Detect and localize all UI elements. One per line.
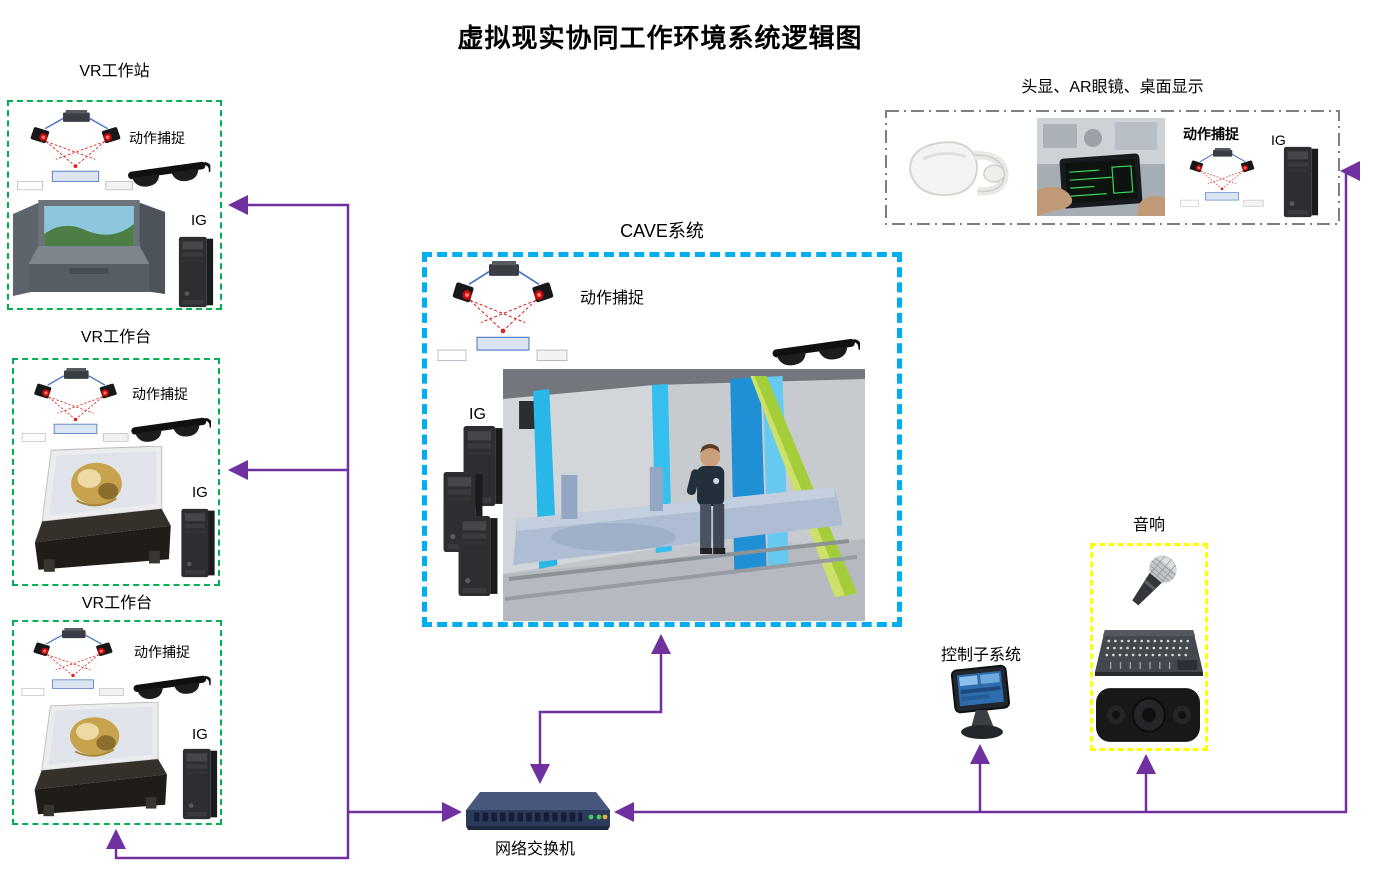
microphone-image bbox=[1113, 552, 1195, 620]
hmd-ar-desktop-label: 头显、AR眼镜、桌面显示 bbox=[1021, 79, 1204, 96]
shutter-glasses-icon bbox=[128, 416, 212, 447]
mixer-image bbox=[1095, 618, 1203, 682]
shutter-glasses-icon bbox=[770, 337, 860, 371]
diagram-title: 虚拟现实协同工作环境系统逻辑图 bbox=[457, 23, 863, 53]
speaker-image bbox=[1094, 684, 1204, 746]
motion-capture-label: 动作捕捉 bbox=[1183, 126, 1239, 142]
motion-capture-diagram bbox=[13, 110, 138, 195]
vr-workstation-label: VR工作站 bbox=[79, 63, 150, 80]
vr-workbench-display-image bbox=[24, 446, 178, 576]
vr-workstation-display-image bbox=[11, 192, 167, 304]
ar-tablet-image bbox=[1037, 118, 1165, 216]
shutter-glasses-icon bbox=[130, 674, 212, 704]
ig-computer-image bbox=[455, 515, 501, 597]
hmd-ar-desktop-group: 动作捕捉 IG bbox=[885, 110, 1340, 225]
control-panel-image bbox=[942, 664, 1020, 742]
motion-capture-label: 动作捕捉 bbox=[134, 644, 190, 660]
vr-workbench-2-group: 动作捕捉 IG bbox=[12, 620, 222, 825]
vr-headset-image bbox=[899, 122, 1011, 214]
motion-capture-label: 动作捕捉 bbox=[129, 130, 185, 146]
cave-photo-image bbox=[503, 369, 865, 621]
motion-capture-diagram bbox=[433, 261, 573, 367]
ig-label: IG bbox=[192, 726, 208, 743]
ig-computer-image bbox=[1283, 146, 1319, 218]
ig-label: IG bbox=[191, 212, 207, 229]
shutter-glasses-icon bbox=[125, 160, 211, 192]
ig-label: IG bbox=[469, 406, 486, 423]
motion-capture-diagram bbox=[18, 368, 133, 446]
cave-group: 动作捕捉 IG bbox=[422, 252, 902, 627]
control-subsystem-label: 控制子系统 bbox=[940, 647, 1021, 664]
audio-label: 音响 bbox=[1132, 517, 1165, 534]
motion-capture-label: 动作捕捉 bbox=[580, 290, 645, 307]
ig-computer-image bbox=[180, 748, 220, 820]
motion-capture-diagram bbox=[1177, 148, 1267, 210]
vr-workbench-1-group: 动作捕捉 IG bbox=[12, 358, 220, 586]
motion-capture-diagram bbox=[18, 628, 128, 700]
vr-workbench-2-label: VR工作台 bbox=[81, 595, 153, 612]
cave-label: CAVE系统 bbox=[620, 221, 704, 241]
vr-workbench-display-image bbox=[24, 702, 174, 820]
ig-computer-image bbox=[175, 236, 217, 308]
vr-workstation-group: 动作捕捉 IG bbox=[7, 100, 222, 310]
ig-label: IG bbox=[192, 484, 208, 501]
network-switch-label: 网络交换机 bbox=[494, 841, 575, 858]
ig-label: IG bbox=[1271, 132, 1286, 148]
vr-workbench-1-label: VR工作台 bbox=[80, 329, 152, 346]
ig-computer-image bbox=[178, 508, 218, 578]
audio-group bbox=[1090, 543, 1208, 751]
motion-capture-label: 动作捕捉 bbox=[132, 386, 188, 402]
network-switch-image bbox=[464, 784, 612, 836]
